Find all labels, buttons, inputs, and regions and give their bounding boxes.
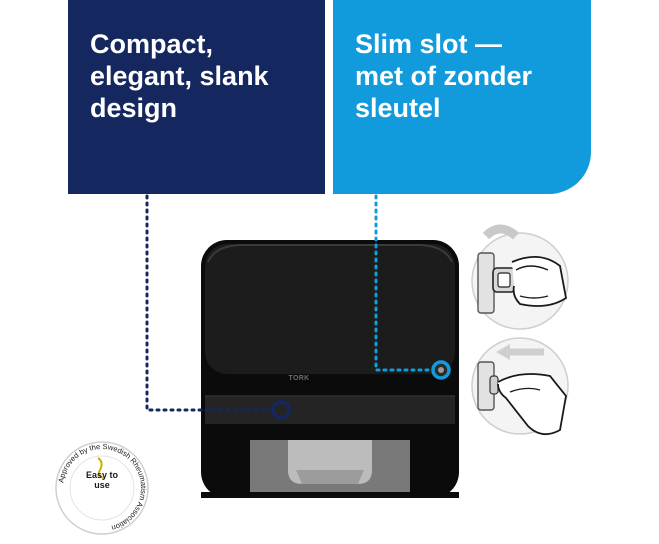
lock-connector [374, 194, 451, 380]
rheumatism-badge-graphic: Approved by the Swedish Rheumatism Assoc… [55, 441, 149, 535]
easy-to-use-badge: Easy to use [54, 440, 150, 536]
slim-lock-panel: Slim slot — met of zonder sleutel [333, 0, 591, 194]
compact-design-panel: Compact, elegant, slank design [68, 0, 325, 194]
compact-connector [145, 194, 291, 420]
key-insert-illustration [471, 224, 569, 330]
badge-center-text: Easy to use [85, 470, 118, 490]
push-open-illustration [471, 337, 569, 436]
slim-lock-title: Slim slot — met of zonder sleutel [355, 29, 533, 123]
brand-logo: TORK [288, 375, 310, 382]
compact-design-title: Compact, elegant, slank design [90, 29, 269, 123]
dispenser [201, 240, 459, 498]
